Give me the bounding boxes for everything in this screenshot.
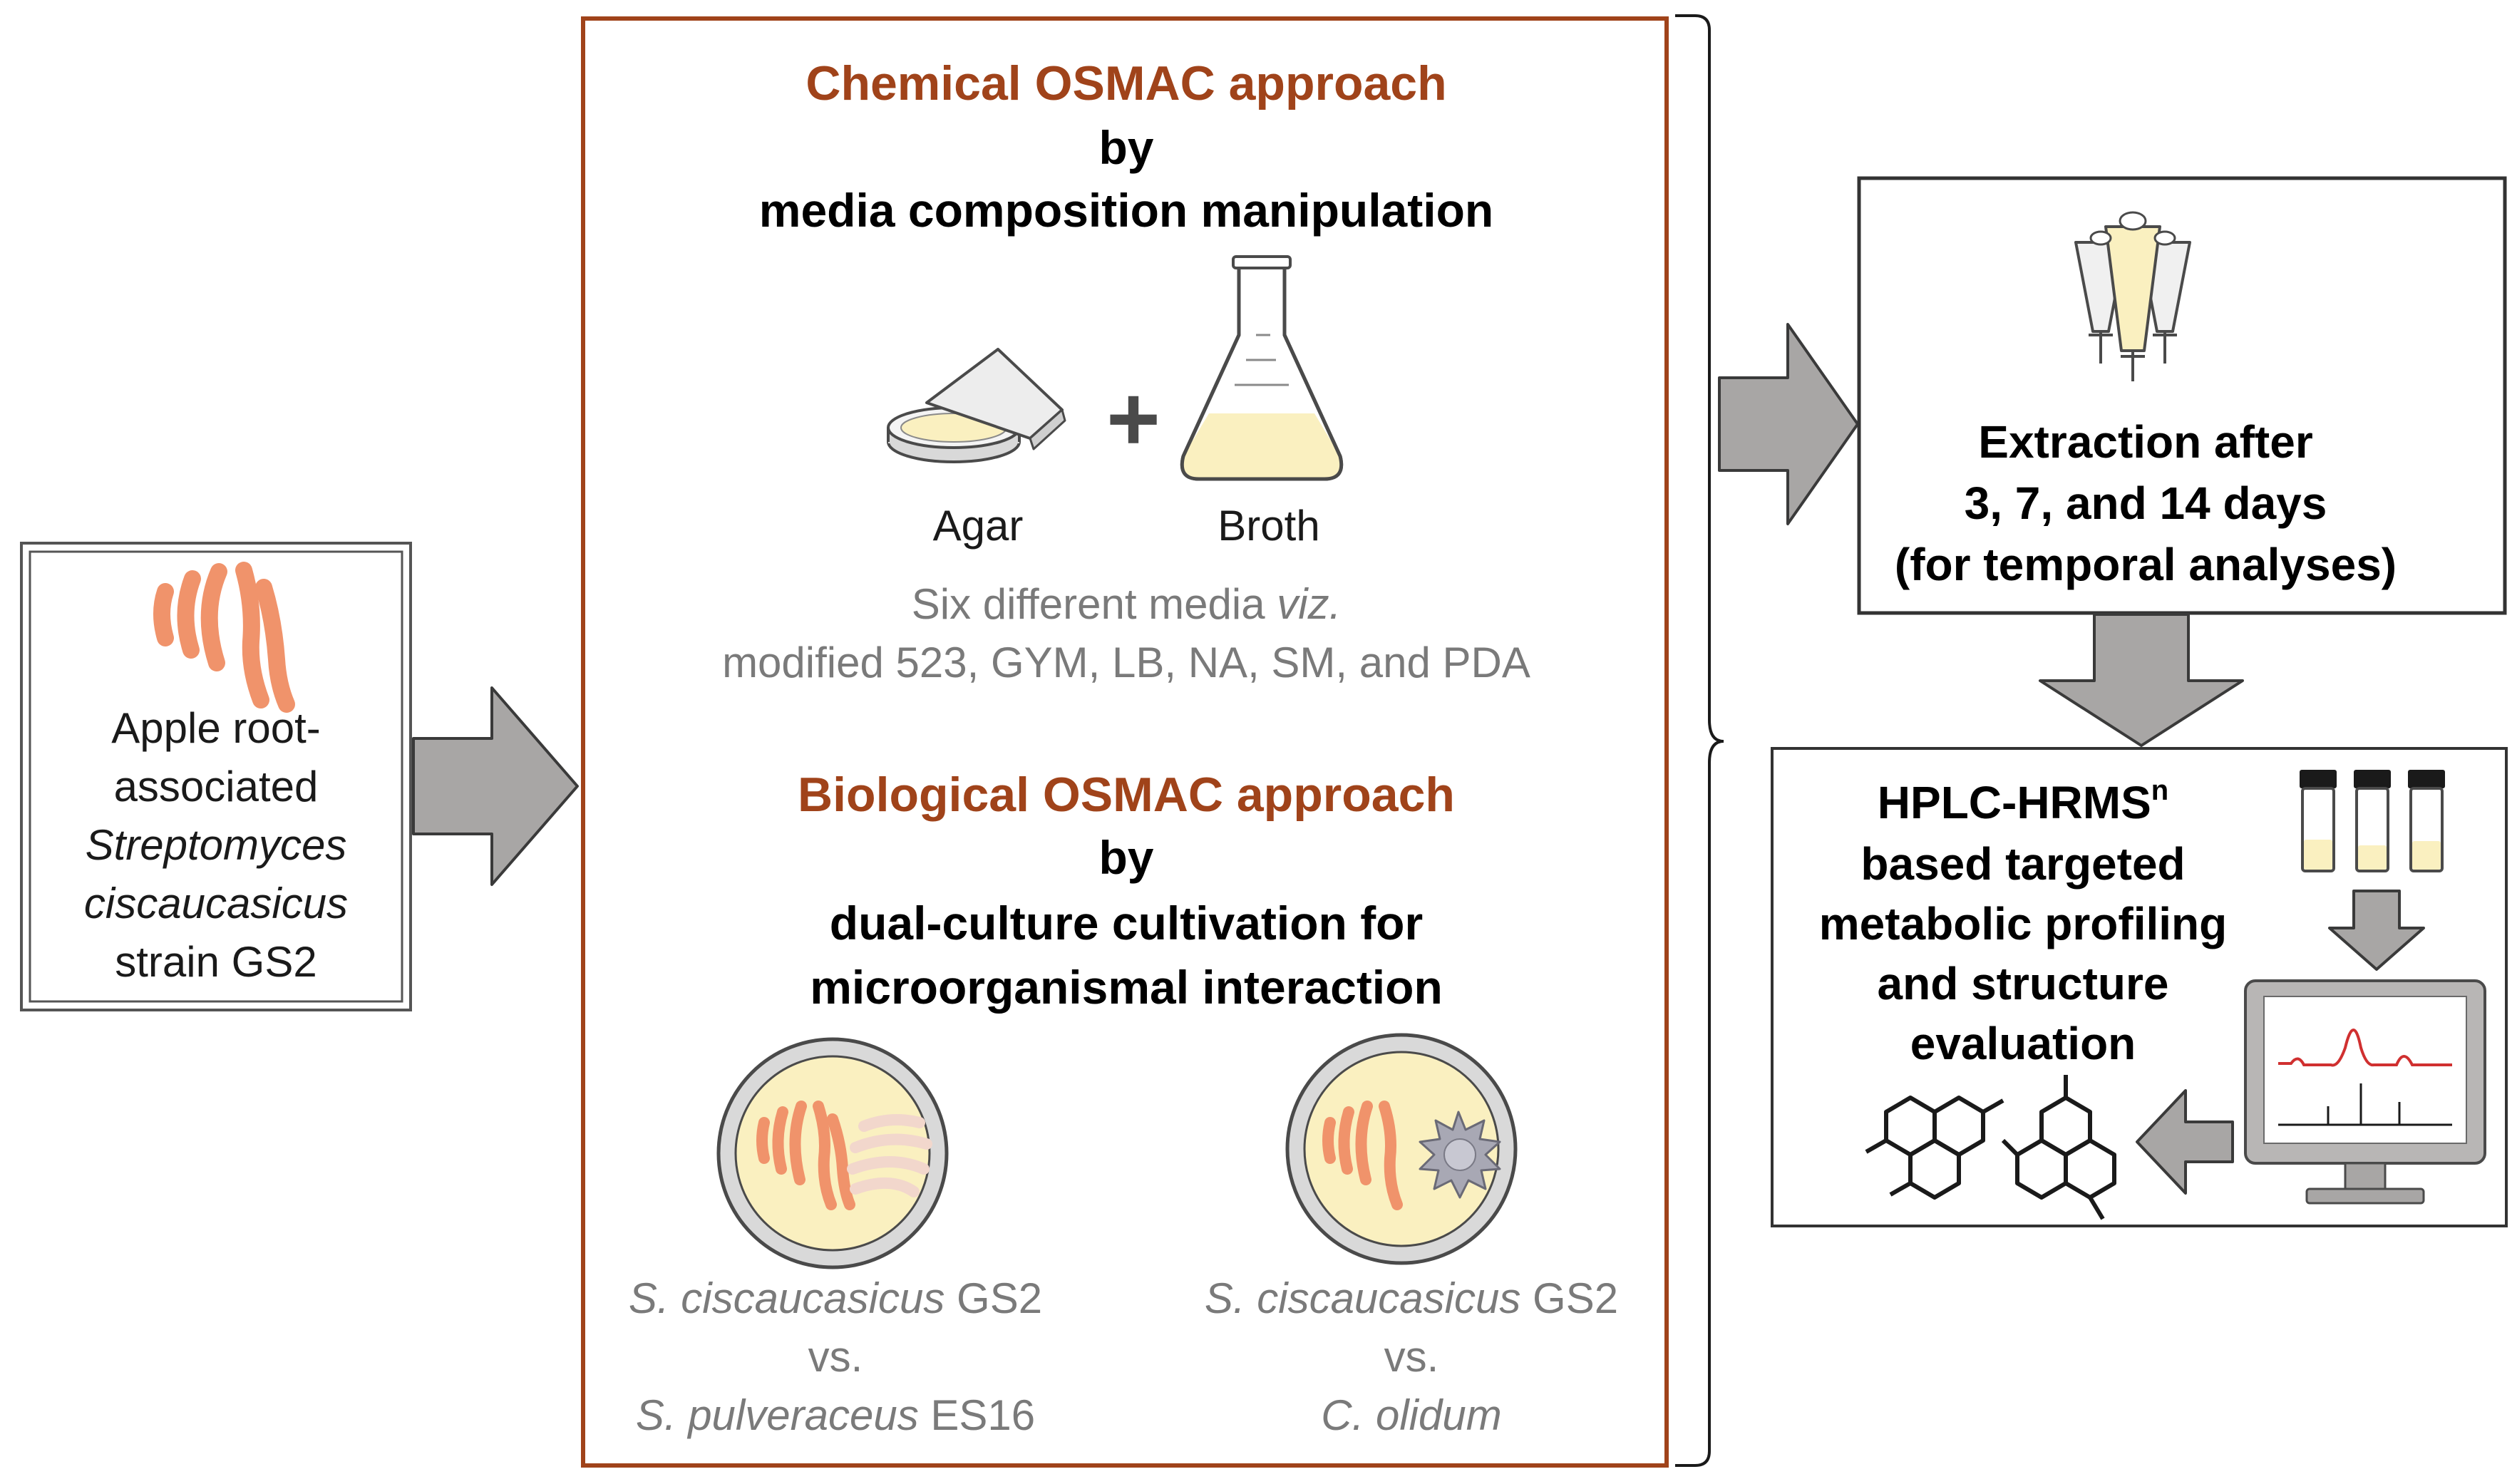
arrow-left-small xyxy=(2136,1089,2234,1195)
source-line-3: Streptomyces xyxy=(86,821,347,869)
left-culture-vs: vs. xyxy=(808,1333,863,1381)
agar-petri-dish-icon xyxy=(887,348,1066,463)
chemical-osmac-title: Chemical OSMAC approach xyxy=(805,56,1446,110)
bacteria-icon xyxy=(847,1114,932,1197)
osmac-panel: Chemical OSMAC approach by media composi… xyxy=(581,16,1669,1468)
dual-culture-plate-right xyxy=(1285,1033,1518,1265)
extraction-line-1: Extraction after xyxy=(1978,416,2312,468)
analysis-line-2: based targeted xyxy=(1860,838,2185,890)
left-culture-line-3: S. pulveraceus ES16 xyxy=(636,1391,1035,1439)
biological-subtitle-2: microorganismal interaction xyxy=(810,961,1443,1014)
separatory-funnel-icon xyxy=(2074,211,2191,381)
agar-label: Agar xyxy=(933,502,1024,550)
source-line-5: strain GS2 xyxy=(115,938,316,986)
source-line-1: Apple root- xyxy=(111,704,321,752)
analysis-line-3: metabolic profiling xyxy=(1819,898,2227,949)
grouping-bracket xyxy=(1675,14,1724,1467)
source-line-4: ciscaucasicus xyxy=(84,880,348,927)
molecule-structure-icon xyxy=(2001,1075,2116,1220)
media-description-line-2: modified 523, GYM, LB, NA, SM, and PDA xyxy=(722,639,1530,686)
monitor-spectrum-icon xyxy=(2244,979,2486,1205)
left-culture-line-1: S. ciscaucasicus GS2 xyxy=(629,1274,1042,1322)
biological-by: by xyxy=(1098,831,1153,884)
analysis-line-5: evaluation xyxy=(1910,1018,2136,1069)
extraction-panel: Extraction after 3, 7, and 14 days (for … xyxy=(1857,176,2507,615)
biological-subtitle-1: dual-culture cultivation for xyxy=(830,897,1423,949)
extraction-line-2: 3, 7, and 14 days xyxy=(1965,478,2327,529)
broth-label: Broth xyxy=(1218,502,1319,550)
bacteria-icon xyxy=(1322,1101,1403,1210)
chemical-by: by xyxy=(1098,121,1153,174)
plus-sign: + xyxy=(1106,366,1160,470)
arrow-right-1 xyxy=(412,686,579,886)
broth-flask-icon xyxy=(1180,255,1344,481)
biological-osmac-title: Biological OSMAC approach xyxy=(798,768,1455,822)
analysis-line-1: HPLC-HRMSn xyxy=(1878,775,2168,828)
media-description-line-1: Six different media viz. xyxy=(912,580,1342,628)
source-organism-panel: Apple root- associated Streptomyces cisc… xyxy=(20,542,412,1011)
sample-vials-icon xyxy=(2300,770,2445,872)
arrow-down-1 xyxy=(2039,613,2244,747)
arrow-right-2 xyxy=(1718,323,1859,525)
molecule-structure-icon xyxy=(1865,1096,2004,1200)
extraction-line-3: (for temporal analyses) xyxy=(1895,539,2397,590)
bacteria-icon xyxy=(756,1101,855,1210)
right-culture-vs: vs. xyxy=(1384,1333,1439,1381)
fungus-colony-icon xyxy=(1419,1111,1501,1199)
source-line-2: associated xyxy=(114,763,319,810)
chemical-subtitle: media composition manipulation xyxy=(759,184,1493,237)
right-culture-line-3: C. olidum xyxy=(1321,1391,1501,1439)
analysis-line-4: and structure xyxy=(1878,958,2169,1009)
bacteria-icon xyxy=(153,562,295,713)
right-culture-line-1: S. ciscaucasicus GS2 xyxy=(1205,1274,1618,1322)
arrow-down-small xyxy=(2328,890,2425,971)
analysis-panel: HPLC-HRMSn based targeted metabolic prof… xyxy=(1771,747,2508,1227)
dual-culture-plate-left xyxy=(716,1037,949,1269)
